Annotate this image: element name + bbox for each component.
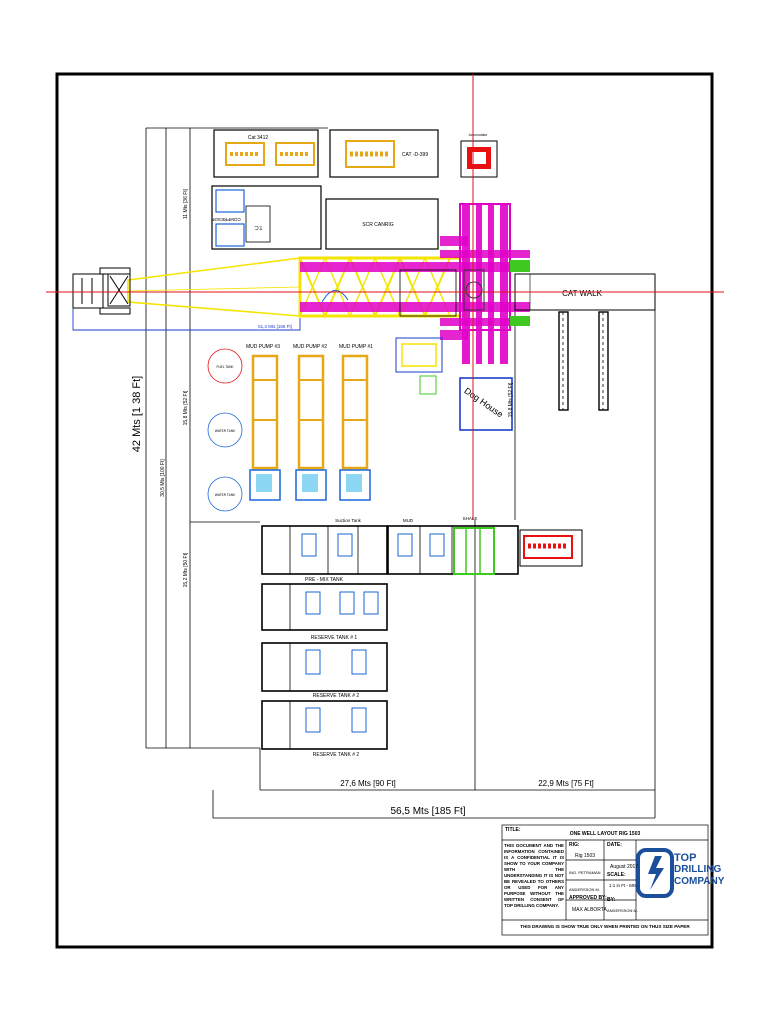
approved-by-label: APPROVED BY: (569, 895, 607, 901)
driller-console (395, 337, 443, 395)
suction-tank-label: Suction Tank (335, 518, 361, 523)
premix-tank: PRE - MIX TANK (261, 577, 388, 631)
approver-value: MAX ALBORTA (572, 907, 607, 913)
dog-house-label: Dog House (462, 386, 505, 420)
company-name-line2: DRILLING (674, 864, 722, 875)
mud-tank-label: MUD (403, 518, 414, 523)
shaker-label: SHALE (463, 516, 478, 521)
total-height-label: 42 Mts [1 38 Ft] (131, 376, 143, 452)
reserve-tank-2: RESERVE TANK # 2 RESERVE TANK # 2 (261, 693, 388, 758)
width-right-label: 22,9 Mts [75 Ft] (538, 779, 594, 788)
mud-tank-row: Suction Tank MUD SHALE (261, 516, 583, 575)
date-value: August 2017 (610, 864, 639, 870)
dim-15-8m-label: 15,8 Mts [52 Ft] (183, 390, 189, 425)
catwalk-label: CAT WALK (562, 289, 603, 298)
reserve-tank-2-label: RESERVE TANK # 2 (313, 693, 360, 699)
cat-3412-unit: Cat 3412 (213, 129, 319, 178)
accumulator-unit: Accumulator (460, 133, 498, 178)
rig-label: RIG: (569, 842, 580, 848)
date-label: DATE: (607, 842, 622, 848)
reserve-tank-1-label: RESERVE TANK # 1 (311, 635, 358, 641)
carrier-truck (72, 267, 131, 315)
cat-d399-unit: CAT -D-399 (329, 129, 439, 178)
approver-id-value: ANDERSSON M. (569, 887, 600, 892)
scr-canrig-unit: SCR CANRIG (325, 198, 439, 250)
reserve-tank-3-label: RESERVE TANK # 2 (313, 752, 360, 758)
dim-15-2m-label: 15,2 Mts [50 Ft] (183, 552, 189, 587)
dim-30-5m-label: 30,5 Mts [100 Ft] (160, 459, 166, 497)
mast-length-label: 51,3 Mts [168 Ft] (258, 324, 292, 329)
title-block-frame (501, 824, 709, 936)
fuel-tank-label: FUEL TANK (216, 365, 234, 369)
catwalk: CAT WALK (514, 273, 656, 411)
company-name-line1: TOP (674, 852, 697, 864)
mud-pump-3: MUD PUMP #3 (246, 344, 281, 501)
drawing-border (55, 72, 714, 949)
compressor-unit: COMPRESOR T.C. (211, 185, 322, 250)
print-footer: THIS DRAWING IS SHOW TRUE ONLY WHEN PRIN… (520, 924, 690, 929)
confidential-notice: THIS DOCUMENT AND THE INFORMATION CONTAI… (504, 843, 564, 908)
mud-pump-2-label: MUD PUMP #2 (293, 344, 327, 350)
mud-pumps: MUD PUMP #3 MUD PUMP #2 MUD PUMP #1 (246, 344, 373, 501)
width-left-label: 27,6 Mts [90 Ft] (340, 779, 396, 788)
drawing-title: ONE WELL LAYOUT RIG 1503 (569, 831, 641, 837)
scale-label: SCALE: (607, 872, 626, 878)
drawn-by-value: ING. PETRAMAN (569, 870, 601, 875)
water-tank-2-label: WATER TANK (215, 493, 236, 497)
by-value: ANDERSSON M. (607, 908, 638, 913)
dog-house: Dog House (459, 377, 513, 431)
compressor-label: COMPRESOR (211, 217, 241, 222)
mud-pump-1-label: MUD PUMP #1 (339, 344, 373, 350)
tc-label: T.C. (254, 224, 263, 230)
dim-16m-label: 15,8 Mts [52 Ft] (508, 382, 514, 417)
mast-dimension: 51,3 Mts [168 Ft] (72, 308, 301, 331)
rig-value: Rig 1503 (575, 853, 596, 859)
scr-canrig-label: SCR CANRIG (362, 222, 394, 228)
dim-11m-label: 11 Mts [36 Ft] (183, 188, 189, 219)
site-outline (145, 127, 656, 819)
accumulator-label: Accumulator (469, 133, 489, 137)
dimension-labels: 42 Mts [1 38 Ft] 11 Mts [36 Ft] 15,8 Mts… (131, 188, 594, 817)
scale-value: 1:1 in Ft - Mts (609, 883, 637, 888)
mud-pump-1: MUD PUMP #1 (339, 344, 373, 501)
company-logo-icon (636, 848, 674, 898)
substructure (300, 203, 530, 364)
total-width-label: 56,5 Mts [185 Ft] (390, 806, 465, 817)
reserve-tank-1: RESERVE TANK # 1 (261, 635, 388, 692)
title-label: TITLE: (505, 827, 521, 833)
cat-d399-label: CAT -D-399 (402, 152, 428, 158)
cat-3412-label: Cat 3412 (248, 135, 269, 141)
premix-tank-label: PRE - MIX TANK (305, 577, 344, 583)
mud-pump-3-label: MUD PUMP #3 (246, 344, 280, 350)
by-label: BY: (607, 897, 616, 903)
company-name: TOP DRILLING COMPANY (674, 852, 724, 888)
well-center-crosshair (46, 74, 724, 520)
round-tanks: FUEL TANK WATER TANK WATER TANK (207, 348, 243, 512)
mud-pump-2: MUD PUMP #2 (293, 344, 327, 501)
company-name-line3: COMPANY (674, 876, 725, 887)
water-tank-label: WATER TANK (215, 429, 236, 433)
